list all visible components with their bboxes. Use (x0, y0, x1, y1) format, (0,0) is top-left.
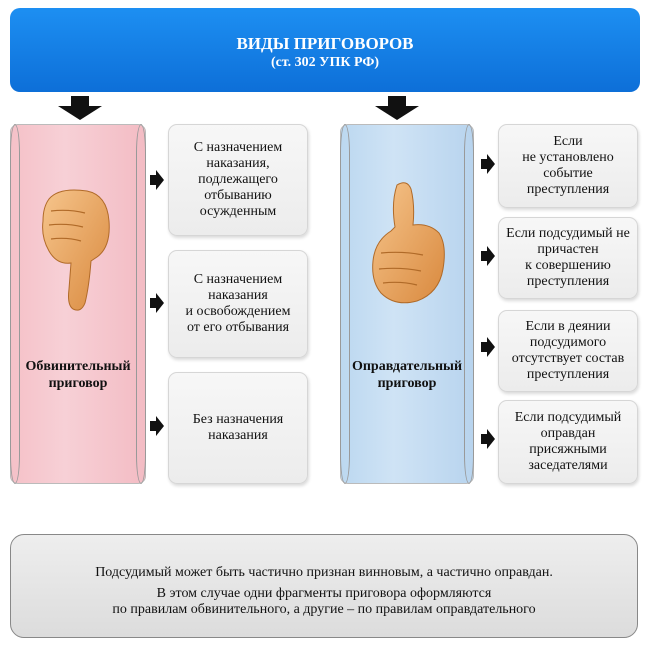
down-arrow-left-icon (58, 96, 102, 120)
right-arrow-icon (150, 168, 164, 192)
header-banner: ВИДЫ ПРИГОВОРОВ (ст. 302 УПК РФ) (10, 8, 640, 92)
right-arrow-icon (481, 427, 495, 451)
guilty-verdict-label: Обвинительный приговор (25, 359, 131, 391)
partial-verdict-note: Подсудимый может быть частично признан в… (10, 534, 638, 638)
note-line: Подсудимый может быть частично признан в… (95, 565, 553, 580)
note-line: В этом случае одни фрагменты приговора о… (156, 586, 492, 601)
acquittal-ground-box: Если в деянии подсудимого отсутствует со… (498, 310, 638, 392)
guilty-option-box: Без назначения наказания (168, 372, 308, 484)
guilty-option-box: С назначением наказания, подлежащего отб… (168, 124, 308, 236)
right-arrow-icon (481, 244, 495, 268)
acquittal-ground-box: Если не установлено событие преступления (498, 124, 638, 208)
right-arrow-icon (481, 335, 495, 359)
right-arrow-icon (150, 291, 164, 315)
guilty-verdict-cylinder: Обвинительный приговор (10, 124, 146, 484)
diagram-title: ВИДЫ ПРИГОВОРОВ (236, 34, 414, 53)
cylinder-cap (10, 124, 20, 484)
thumbs-down-icon (42, 189, 110, 311)
acquittal-label: Оправдательный приговор (351, 359, 463, 391)
guilty-option-box: С назначением наказания и освобождением … (168, 250, 308, 358)
cylinder-cap (136, 124, 146, 484)
right-arrow-icon (481, 152, 495, 176)
acquittal-cylinder: Оправдательный приговор (340, 124, 474, 484)
diagram-subtitle: (ст. 302 УПК РФ) (270, 55, 379, 70)
cylinder-cap (340, 124, 350, 484)
down-arrow-right-icon (375, 96, 419, 120)
acquittal-ground-box: Если подсудимый не причастен к совершени… (498, 217, 638, 299)
thumbs-up-icon (372, 182, 445, 304)
right-arrow-icon (150, 414, 164, 438)
note-line: по правилам обвинительного, а другие – п… (112, 602, 536, 617)
acquittal-ground-box: Если подсудимый оправдан присяжными засе… (498, 400, 638, 484)
cylinder-cap (464, 124, 474, 484)
